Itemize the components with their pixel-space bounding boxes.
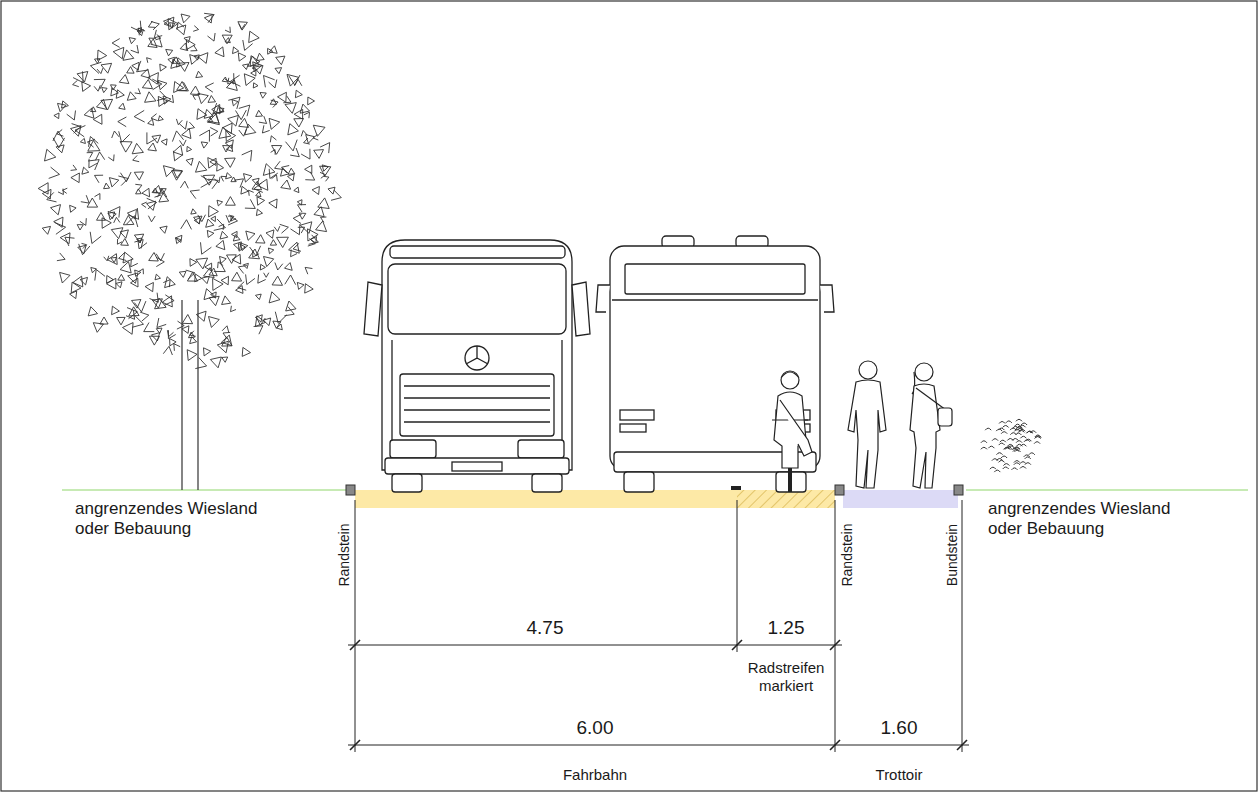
kerb-label: Randstein [337, 523, 351, 586]
dimension-lines [348, 500, 969, 752]
roadway-surface [355, 490, 737, 508]
cyclist [772, 371, 812, 492]
sidewalk-surface [843, 490, 958, 508]
pedestrians [848, 361, 952, 488]
edge-stone [954, 485, 963, 495]
bus-rear [596, 236, 834, 492]
kerb-stone [346, 485, 355, 495]
lane-marking [731, 486, 741, 490]
kerb-stone [835, 485, 844, 495]
bush [981, 419, 1041, 472]
truck-front [364, 240, 590, 492]
dimension-value: 6.00 [577, 717, 614, 740]
tree [38, 13, 341, 490]
sidewalk-label: Trottoir [876, 766, 923, 784]
edge-stone-label: Bundstein [945, 524, 959, 586]
dimension-value: 1.25 [768, 617, 805, 640]
adjacent-land-label: angrenzendes Wiesland oder Bebauung [988, 499, 1198, 540]
kerb-label: Randstein [840, 523, 854, 586]
dimension-value: 1.60 [881, 717, 918, 740]
dimension-value: 4.75 [527, 617, 564, 640]
roadway-label: Fahrbahn [563, 766, 627, 784]
ground-line [62, 490, 350, 491]
adjacent-land-label: angrenzendes Wiesland oder Bebauung [75, 499, 285, 540]
ground-line [966, 490, 1248, 491]
bike-lane-label: Radstreifen markiert [739, 659, 833, 695]
bike-lane-surface [737, 490, 835, 508]
